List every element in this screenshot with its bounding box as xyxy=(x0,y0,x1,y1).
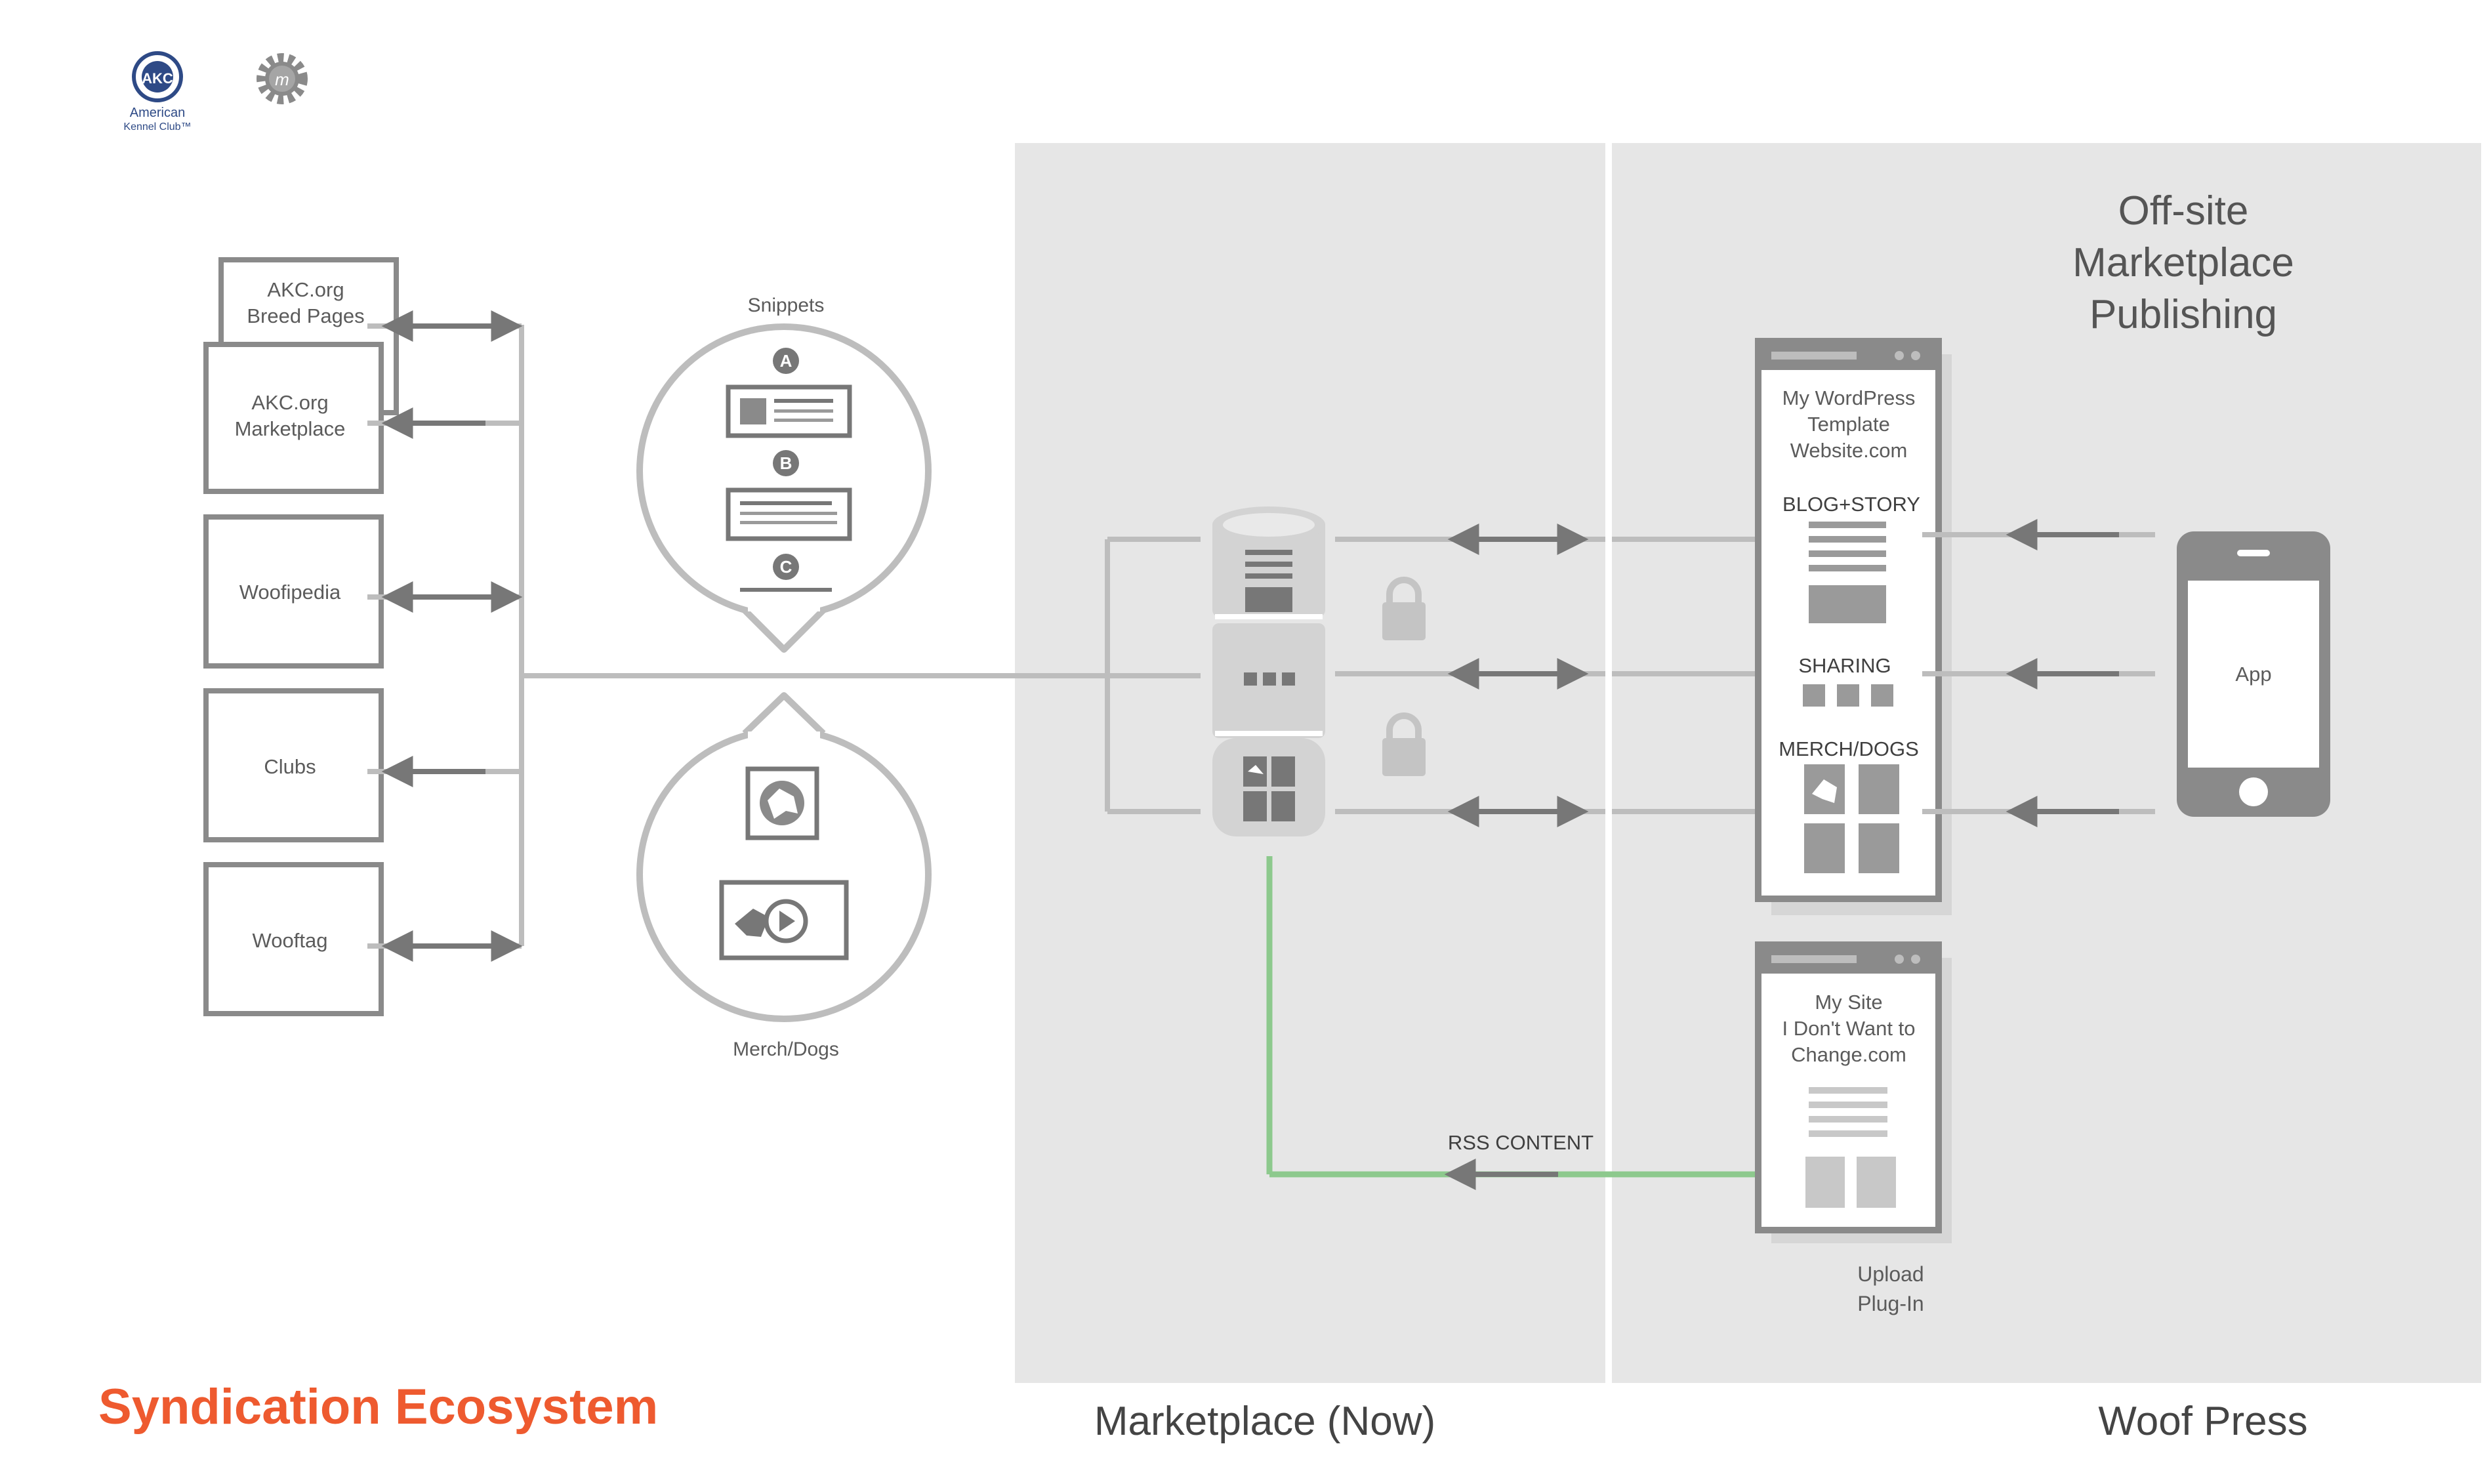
mysite-content-icon xyxy=(1805,1087,1896,1208)
zone-label-marketplace: Marketplace (Now) xyxy=(1094,1399,1435,1444)
offsite-heading-line: Publishing xyxy=(2090,292,2277,337)
source-label: AKC.org xyxy=(267,278,344,301)
section-label-sharing: SHARING xyxy=(1798,654,1891,677)
badge-b: B xyxy=(780,453,793,473)
source-box-marketplace[interactable] xyxy=(203,342,384,494)
dog-image-icon xyxy=(745,766,819,840)
database-stack xyxy=(1212,506,1325,836)
mysite-title-line: My Site xyxy=(1815,991,1882,1014)
lock-icon xyxy=(1382,712,1426,776)
section-label-blog: BLOG+STORY xyxy=(1782,493,1920,516)
upload-plugin-line: Plug-In xyxy=(1857,1292,1924,1315)
snippets-heading: Snippets xyxy=(748,295,825,316)
badge-a: A xyxy=(780,351,793,371)
source-box-clubs[interactable] xyxy=(203,688,384,842)
zone-label-woofpress: Woof Press xyxy=(2098,1399,2307,1444)
source-label: Clubs xyxy=(264,755,316,778)
source-box-wooftag[interactable] xyxy=(203,862,384,1016)
page-title: Syndication Ecosystem xyxy=(98,1379,658,1435)
snippet-a: A xyxy=(726,348,852,438)
source-label: Wooftag xyxy=(253,929,328,952)
db-bracket xyxy=(1105,537,1201,814)
merch-section-icon xyxy=(1804,764,1899,873)
akc-logo-line2: Kennel Club™ xyxy=(123,121,191,133)
source-label: Woofipedia xyxy=(239,581,341,604)
snippet-c: C xyxy=(740,554,832,592)
mysite-title-line: Change.com xyxy=(1791,1043,1906,1066)
source-label: Breed Pages xyxy=(247,304,364,327)
wordpress-title-line: Website.com xyxy=(1790,439,1908,462)
woofpress-panel xyxy=(1612,143,2481,1383)
source-label: Marketplace xyxy=(235,417,346,440)
svg-text:m: m xyxy=(275,70,289,89)
merch-heading: Merch/Dogs xyxy=(733,1039,839,1060)
merch-bubble xyxy=(636,692,932,1022)
mysite-device[interactable] xyxy=(1755,941,1952,1243)
svg-text:AKC: AKC xyxy=(142,70,173,87)
phone-app-label: App xyxy=(2235,663,2271,686)
phone-device[interactable] xyxy=(2177,531,2330,817)
akc-logo: AKC American Kennel Club™ xyxy=(123,51,192,133)
blog-section-icon xyxy=(1809,522,1886,623)
dog-video-icon xyxy=(719,880,849,960)
sharing-section-icon xyxy=(1803,684,1893,707)
rss-label: RSS CONTENT xyxy=(1448,1131,1594,1154)
badge-c: C xyxy=(780,557,793,577)
wordpress-title-line: Template xyxy=(1807,413,1890,436)
wordpress-title-line: My WordPress xyxy=(1782,386,1916,409)
lock-icon xyxy=(1382,577,1426,640)
upload-plugin-line: Upload xyxy=(1857,1262,1924,1286)
source-label: AKC.org xyxy=(251,391,328,414)
source-box-woofipedia[interactable] xyxy=(203,514,384,669)
offsite-heading-line: Off-site xyxy=(2118,188,2249,234)
panel-divider xyxy=(1605,143,1612,1383)
snippet-b: B xyxy=(726,450,852,541)
section-label-merch: MERCH/DOGS xyxy=(1779,737,1919,760)
offsite-heading-line: Marketplace xyxy=(2072,240,2294,285)
gear-icon: m xyxy=(257,53,308,104)
akc-logo-line1: American xyxy=(130,106,185,120)
mysite-title-line: I Don't Want to xyxy=(1782,1017,1916,1040)
